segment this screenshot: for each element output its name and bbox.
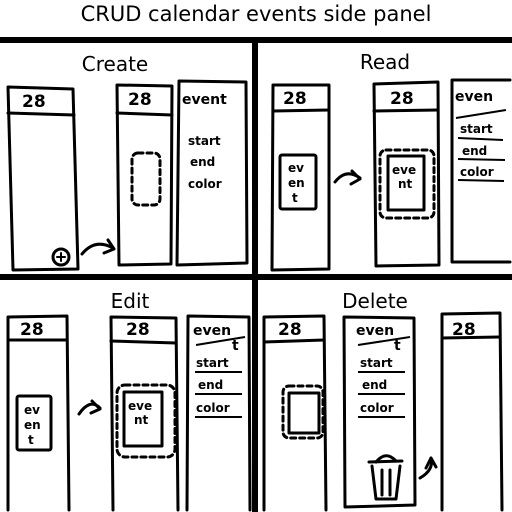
side-panel[interactable] [342, 315, 417, 509]
event-card[interactable] [15, 394, 53, 452]
panel-field-event-tail: t [394, 338, 401, 354]
event-card-text: en [24, 418, 41, 432]
panel-field-end: end [198, 378, 223, 392]
event-card-text: nt [134, 413, 149, 427]
panel-field-end: end [362, 378, 387, 392]
trash-icon[interactable] [367, 454, 404, 501]
event-card-text: t [28, 433, 34, 447]
event-card[interactable] [386, 154, 426, 212]
event-card-text: t [292, 191, 298, 205]
event-card-text: nt [398, 177, 413, 191]
panel-field-event-tail: t [232, 338, 239, 354]
day-column[interactable] [270, 83, 331, 272]
panel-field-color: color [188, 177, 222, 191]
panel-field-event: event [182, 92, 227, 108]
panel-field-color: color [460, 165, 494, 179]
create-scene [6, 79, 249, 272]
new-event-placeholder[interactable] [130, 151, 162, 207]
panel-label-read: Read [359, 50, 411, 74]
day-column[interactable] [115, 83, 174, 267]
side-panel[interactable] [450, 78, 512, 264]
event-card-text: en [288, 176, 305, 190]
day-header: 28 [278, 320, 302, 340]
panel-field-event: even [356, 323, 394, 339]
side-panel[interactable] [185, 314, 252, 512]
page-title: CRUD calendar events side panel [80, 2, 432, 26]
curved-arrow-icon [80, 238, 116, 256]
panel-field-start: start [460, 122, 493, 136]
panel-field-start: start [196, 356, 229, 370]
edit-scene [6, 314, 252, 512]
event-card-text: ev [24, 403, 40, 417]
curved-arrow-icon [77, 399, 102, 416]
panel-field-color: color [196, 401, 230, 415]
day-header: 28 [20, 320, 44, 340]
panel-field-start: start [188, 134, 221, 148]
panel-field-color: color [360, 401, 394, 415]
curved-arrow-icon [333, 169, 362, 186]
panel-label-edit: Edit [110, 289, 150, 313]
day-header: 28 [390, 89, 414, 109]
event-card-text: eve [128, 399, 152, 413]
day-header: 28 [283, 89, 307, 109]
panel-field-end: end [190, 155, 215, 169]
day-header: 28 [452, 320, 476, 340]
day-column[interactable] [262, 314, 328, 512]
event-card[interactable] [287, 391, 321, 435]
delete-scene [262, 311, 504, 512]
read-scene [270, 78, 512, 272]
curved-arrow-icon [418, 456, 438, 480]
event-card-text: eve [392, 163, 416, 177]
day-column[interactable] [6, 314, 71, 512]
day-column[interactable] [372, 80, 441, 268]
selected-event-outline [378, 148, 436, 220]
panel-field-event: even [455, 89, 493, 105]
panel-field-end: end [462, 144, 487, 158]
event-card[interactable] [122, 390, 164, 448]
day-column[interactable] [440, 311, 504, 512]
panel-label-create: Create [81, 52, 149, 76]
day-header: 28 [126, 320, 150, 340]
day-column[interactable] [109, 315, 180, 512]
side-panel[interactable] [175, 79, 249, 267]
day-header: 28 [128, 90, 152, 110]
panel-field-event: even [193, 323, 231, 339]
add-circle-icon[interactable] [51, 247, 71, 267]
event-card-text: ev [288, 161, 304, 175]
selected-event-outline [281, 384, 325, 440]
day-column[interactable] [6, 85, 80, 272]
panel-label-delete: Delete [342, 289, 408, 313]
panel-field-start: start [360, 356, 393, 370]
day-header: 28 [22, 92, 46, 112]
selected-event-outline [115, 383, 177, 459]
event-card[interactable] [278, 153, 318, 211]
